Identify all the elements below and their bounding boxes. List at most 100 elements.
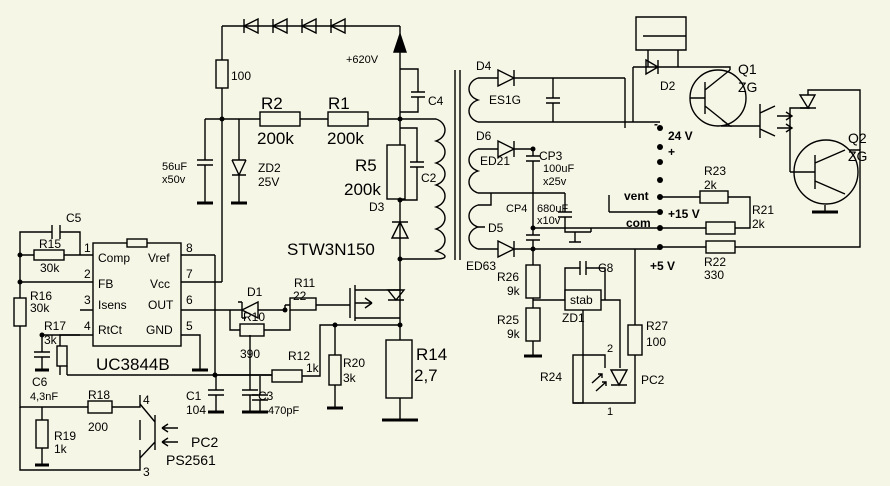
pin-num-7: 7 bbox=[186, 267, 193, 281]
q1-zg: ZG bbox=[738, 79, 757, 95]
ps2561-label: PS2561 bbox=[166, 452, 216, 468]
r11-value: 22 bbox=[293, 289, 307, 303]
v24-label: 24 V bbox=[668, 129, 693, 143]
r27-label: R27 bbox=[646, 319, 668, 333]
r2-label: R2 bbox=[261, 94, 283, 113]
r19-value: 1k bbox=[54, 442, 68, 456]
pin-num-4: 4 bbox=[84, 319, 91, 333]
ic-name: UC3844B bbox=[96, 355, 170, 374]
r15-value: 30k bbox=[40, 261, 60, 275]
d6-label: D6 bbox=[476, 129, 492, 143]
r27-value: 100 bbox=[646, 335, 666, 349]
pc2a-pin4: 4 bbox=[143, 393, 150, 407]
vent-label: vent bbox=[624, 189, 649, 203]
top-diode-string: 100 +620V bbox=[215, 17, 407, 282]
r21-label: R21 bbox=[752, 203, 774, 217]
stab-label: stab bbox=[570, 293, 593, 307]
optocoupler-primary: R18 200 R19 1k 4 3 PC2 PS2561 bbox=[19, 388, 218, 479]
plus-label: + bbox=[668, 145, 675, 159]
r2-value: 200k bbox=[257, 129, 294, 148]
c6-label: C6 bbox=[32, 375, 48, 389]
pin-rtct: RtCt bbox=[98, 323, 123, 337]
zd2-label: ZD2 bbox=[258, 161, 281, 175]
com-label: com bbox=[626, 216, 651, 230]
c8-label: C8 bbox=[598, 261, 614, 275]
r14-label: R14 bbox=[416, 345, 447, 364]
r12-label: R12 bbox=[288, 349, 310, 363]
mosfet-label: STW3N150 bbox=[287, 240, 375, 259]
q2-zg: ZG bbox=[848, 148, 867, 164]
pin-vref: Vref bbox=[148, 251, 170, 265]
cp3-label: CP3 bbox=[539, 149, 563, 163]
r23-value: 2k bbox=[704, 178, 718, 192]
d2-label: D2 bbox=[660, 79, 676, 93]
r1-value: 200k bbox=[327, 129, 364, 148]
d1-label: D1 bbox=[247, 285, 263, 299]
c3-value: 470pF bbox=[268, 405, 299, 417]
cp3-value: 100uF bbox=[543, 163, 574, 175]
r14-value: 2,7 bbox=[414, 366, 438, 385]
r12-value: 1k bbox=[306, 361, 320, 375]
ed63-label: ED63 bbox=[466, 259, 496, 273]
d5-label: D5 bbox=[488, 221, 504, 235]
c5-label: C5 bbox=[66, 211, 82, 225]
c56-label: 56uF bbox=[162, 161, 187, 173]
pin-isens: Isens bbox=[98, 298, 127, 312]
pin-num-3: 3 bbox=[84, 293, 91, 307]
pin-num-6: 6 bbox=[186, 293, 193, 307]
pin-vcc: Vcc bbox=[150, 277, 170, 291]
c1-value: 104 bbox=[186, 403, 206, 417]
bleeder-resistors: R2 200k R1 200k bbox=[205, 94, 403, 148]
gate-drive: D1 R10 390 R11 22 C1 104 R12 1k C3 470pF… bbox=[186, 255, 447, 422]
r10-label: R10 bbox=[243, 310, 265, 324]
c6-value: 4,3nF bbox=[30, 391, 58, 403]
cp4-volt: x10v bbox=[537, 215, 561, 227]
r18-value: 200 bbox=[88, 420, 108, 434]
pin-num-2: 2 bbox=[84, 267, 91, 281]
r15-label: R15 bbox=[39, 237, 61, 251]
r20-value: 3k bbox=[343, 371, 357, 385]
r24-label: R24 bbox=[540, 370, 562, 384]
es1g-label: ES1G bbox=[489, 93, 521, 107]
uc3844b-chip bbox=[92, 242, 182, 347]
pin-num-1: 1 bbox=[84, 241, 91, 255]
r17-label: R17 bbox=[44, 319, 66, 333]
c2-label: C2 bbox=[421, 171, 437, 185]
r5-label: R5 bbox=[355, 156, 377, 175]
output-section: - 24 V + vent +15 V com +5 V R23 2k R21 … bbox=[590, 78, 861, 282]
c56-volt: x50v bbox=[162, 174, 186, 186]
pc2a-pin3: 3 bbox=[143, 465, 150, 479]
r17-value: 3k bbox=[44, 333, 58, 347]
r18-label: R18 bbox=[88, 388, 110, 402]
r5-value: 200k bbox=[344, 180, 381, 199]
r11-label: R11 bbox=[294, 276, 315, 290]
r16-label: R16 bbox=[30, 289, 52, 303]
r19-label: R19 bbox=[54, 429, 76, 443]
transformer: STW3N150 bbox=[287, 70, 481, 260]
r20-label: R20 bbox=[343, 356, 365, 370]
pin-fb: FB bbox=[98, 277, 113, 291]
cp4-label: CP4 bbox=[506, 203, 527, 215]
pin-out: OUT bbox=[148, 298, 174, 312]
r22-label: R22 bbox=[704, 255, 726, 269]
cp4-value: 680uF bbox=[537, 203, 568, 215]
r16-value: 30k bbox=[30, 301, 50, 315]
pin-gnd: GND bbox=[146, 323, 173, 337]
ed21-label: ED21 bbox=[480, 154, 510, 168]
pc2b-pin1: 1 bbox=[607, 406, 613, 418]
uc3844b-controller: Comp FB Isens RtCt Vref Vcc OUT GND 1 2 … bbox=[80, 238, 240, 374]
minus-label: - bbox=[654, 117, 658, 131]
zd2-value: 25V bbox=[258, 175, 279, 189]
vcc-cap-zener: 56uF x50v ZD2 25V bbox=[162, 119, 281, 205]
r100-label: 100 bbox=[231, 69, 251, 83]
r22-value: 330 bbox=[704, 268, 724, 282]
d4-label: D4 bbox=[476, 59, 492, 73]
pin-comp: Comp bbox=[98, 251, 130, 265]
r23-label: R23 bbox=[704, 164, 726, 178]
pin-num-8: 8 bbox=[186, 241, 193, 255]
hv-label: +620V bbox=[346, 54, 379, 66]
r26-value: 9k bbox=[507, 284, 521, 298]
d3-label: D3 bbox=[369, 200, 385, 214]
snubber: C4 R5 200k C2 D3 bbox=[344, 65, 444, 300]
